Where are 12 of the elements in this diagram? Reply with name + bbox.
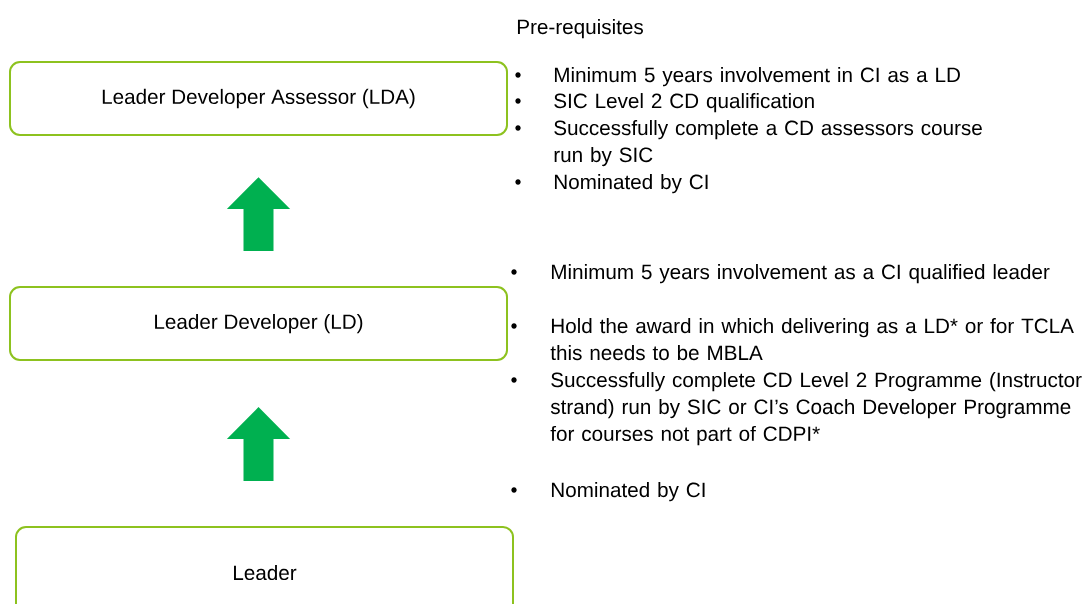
level-box: Leader Developer (LD) (9, 286, 508, 361)
level-box: Leader (15, 526, 514, 604)
requirement-text: Successfully complete CD Level 2 Programme (Instructor strand) run by SIC or CI’s Coach Developer Programme for courses not part of CDPI* (550, 372, 1082, 446)
level-box: Leader Developer Assessor (LDA) (9, 61, 508, 136)
requirement-text: Hold the award in which delivering as a LD* or for TCLA this needs to be MBLA (550, 318, 1074, 361)
heading: Pre-requisites (517, 19, 643, 39)
requirement-text: Nominated by CI (551, 482, 705, 502)
requirement-text: SIC Level 2 CD qualification (554, 93, 814, 113)
requirement-text: Minimum 5 years involvement in CI as a LD (554, 67, 960, 87)
requirement-text: Minimum 5 years involvement as a CI qualified leader (551, 264, 1050, 284)
requirement-text: Successfully complete a CD assessors course run by SIC (554, 120, 982, 167)
requirement-text: Nominated by CI (554, 174, 708, 194)
